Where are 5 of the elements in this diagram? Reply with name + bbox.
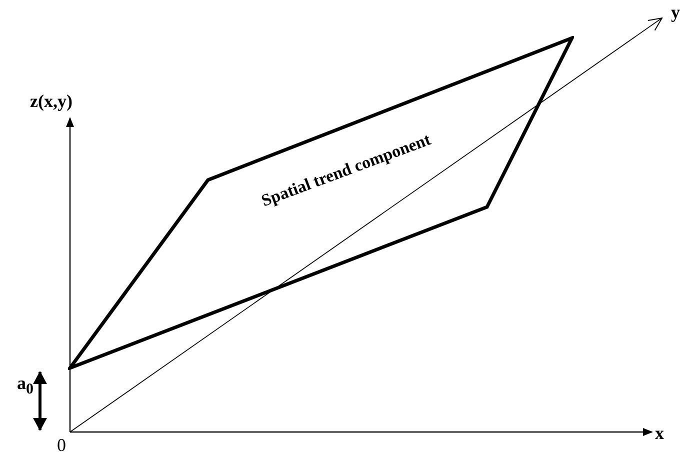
axis-label: y [671,3,680,21]
origin-label: 0 [57,436,66,454]
axis-label: z(x,y) [30,92,72,110]
axis-label: x [655,424,664,442]
intercept-label: a$_{0}$ [17,374,34,398]
